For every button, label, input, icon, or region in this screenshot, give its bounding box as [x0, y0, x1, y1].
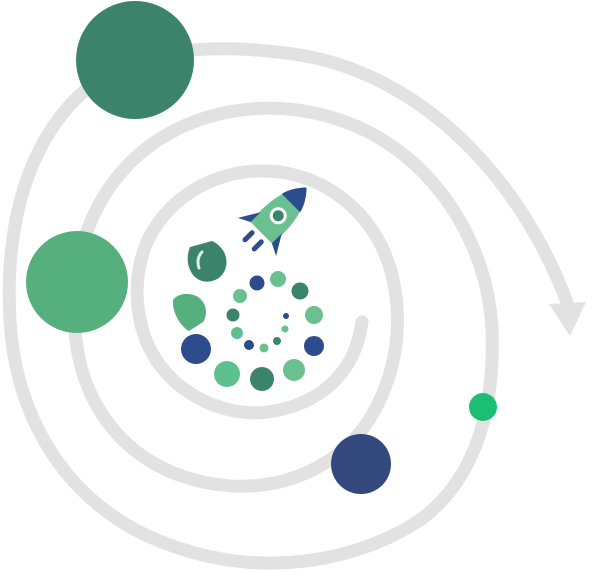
- rocket-icon: [237, 187, 307, 257]
- planet-dark-green: [76, 1, 194, 119]
- planet-bright-green: [469, 393, 497, 421]
- droplet-icon: [187, 241, 227, 282]
- planet-navy: [331, 434, 391, 494]
- arrowhead-icon: [549, 302, 586, 336]
- droplet-icon: [172, 293, 206, 331]
- planet-medium-green: [26, 231, 128, 333]
- dot-swirl-icon: [181, 271, 324, 391]
- spiral-track: [2, 42, 575, 570]
